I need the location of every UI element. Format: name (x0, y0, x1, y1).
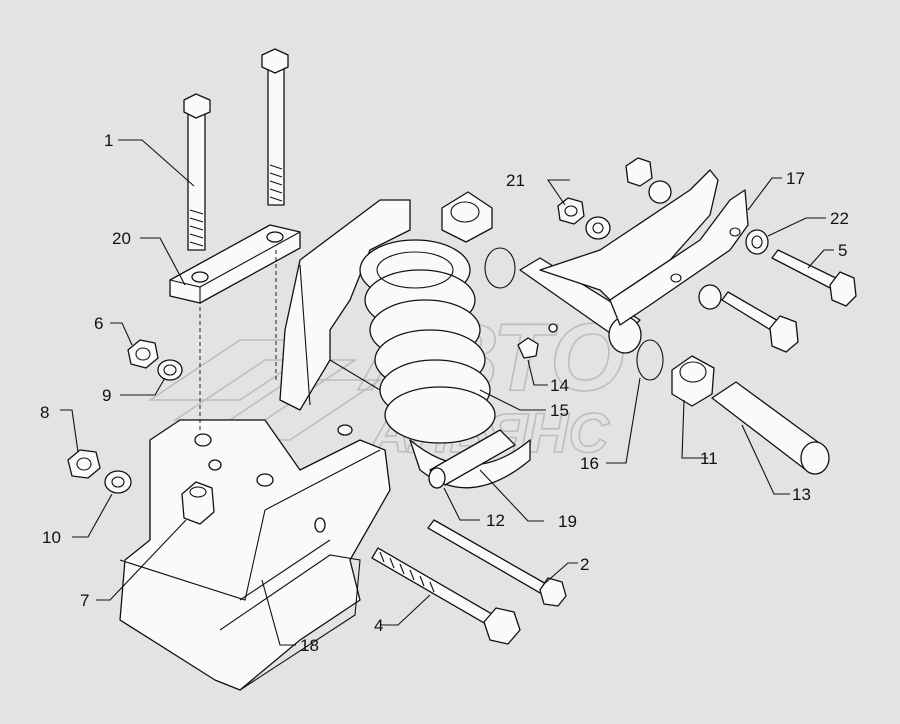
part-16-shaft (519, 257, 642, 354)
callout-1: 1 (104, 131, 113, 150)
part-8-nut (67, 449, 101, 479)
callout-12: 12 (486, 511, 505, 530)
part-1-long-bolts (183, 48, 289, 430)
part-2-bolt (427, 519, 567, 607)
callout-21: 21 (506, 171, 525, 190)
callout-17: 17 (786, 169, 805, 188)
callout-14: 14 (550, 376, 569, 395)
callout-22: 22 (830, 209, 849, 228)
callout-8: 8 (40, 403, 49, 422)
callout-4: 4 (374, 616, 383, 635)
part-12-pin (428, 429, 516, 489)
part-19-support-bracket (279, 199, 411, 411)
callout-18: 18 (300, 636, 319, 655)
callout-20: 20 (112, 229, 131, 248)
part-21-nut (557, 197, 585, 225)
part-6-nut (127, 339, 159, 369)
callout-labels: 1 2 4 5 6 7 8 9 10 11 12 13 14 15 16 17 … (40, 131, 849, 655)
part-22-washer (745, 229, 769, 255)
part-10-washer (104, 470, 132, 494)
part-11-bushing (671, 355, 715, 407)
part-upper-nut (625, 157, 672, 204)
callout-13: 13 (792, 485, 811, 504)
part-bushing (441, 191, 493, 243)
leader-lines (60, 139, 834, 646)
part-21-washer (585, 216, 611, 240)
part-20-plate (169, 224, 301, 304)
callout-16: 16 (580, 454, 599, 473)
part-13-pin (711, 381, 830, 475)
part-14-grease-fitting (517, 323, 558, 359)
callout-2: 2 (580, 555, 589, 574)
callout-11: 11 (700, 449, 718, 468)
part-center-washer (698, 284, 799, 353)
part-7-nut (181, 481, 215, 525)
part-4-bolt (371, 547, 521, 645)
part-18-base-bracket (119, 419, 391, 691)
callout-6: 6 (94, 314, 103, 333)
part-15-spring (359, 239, 496, 444)
part-17-arm (539, 169, 749, 326)
callout-10: 10 (42, 528, 61, 547)
part-seal-rings (484, 247, 664, 381)
part-9-washer (157, 359, 183, 381)
callout-9: 9 (102, 386, 111, 405)
callout-7: 7 (80, 591, 89, 610)
callout-19: 19 (558, 512, 577, 531)
part-5-bolt (771, 249, 857, 307)
callout-15: 15 (550, 401, 569, 420)
callout-5: 5 (838, 241, 847, 260)
